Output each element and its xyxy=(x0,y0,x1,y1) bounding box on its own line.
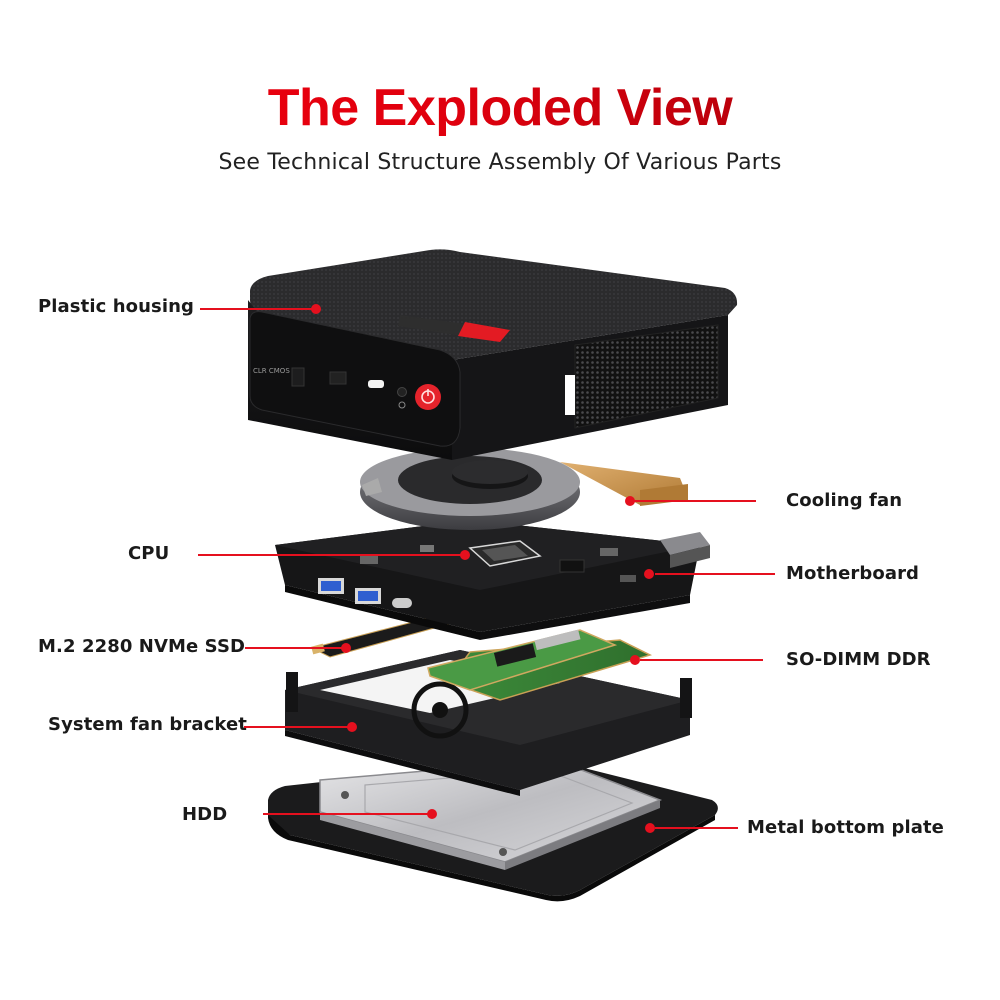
so-dimm-graphic xyxy=(427,629,653,701)
callout-label-plastic-housing: Plastic housing xyxy=(38,296,195,317)
clr-cmos-label: CLR CMOS xyxy=(253,367,290,375)
callout-dot-plastic-housing xyxy=(311,304,321,314)
callout-line-cpu xyxy=(198,554,464,556)
callout-label-cpu: CPU xyxy=(128,543,170,564)
callout-line-system-fan-bracket xyxy=(244,726,352,728)
callout-label-motherboard: Motherboard xyxy=(786,563,920,584)
callout-label-cooling-fan: Cooling fan xyxy=(786,490,903,511)
motherboard-graphic xyxy=(275,520,710,640)
hdd-graphic xyxy=(319,759,663,870)
callout-line-motherboard xyxy=(655,573,775,575)
callout-dot-m2-ssd xyxy=(341,643,351,653)
callout-label-so-dimm: SO-DIMM DDR xyxy=(786,649,931,670)
callout-dot-cooling-fan xyxy=(625,496,635,506)
plastic-housing-graphic xyxy=(248,249,738,460)
callout-line-cooling-fan xyxy=(630,500,756,502)
cooling-fan-graphic xyxy=(360,448,688,530)
callout-line-plastic-housing xyxy=(200,308,314,310)
callout-dot-metal-bottom-plate xyxy=(645,823,655,833)
callout-dot-so-dimm xyxy=(630,655,640,665)
callout-line-metal-bottom-plate xyxy=(655,827,738,829)
callout-label-m2-ssd: M.2 2280 NVMe SSD xyxy=(38,636,246,657)
callout-dot-system-fan-bracket xyxy=(347,722,357,732)
callout-line-m2-ssd xyxy=(245,647,345,649)
callout-label-system-fan-bracket: System fan bracket xyxy=(48,714,247,735)
callout-dot-motherboard xyxy=(644,569,654,579)
callout-label-hdd: HDD xyxy=(182,804,228,825)
callout-dot-cpu xyxy=(460,550,470,560)
callout-line-so-dimm xyxy=(640,659,763,661)
page-subtitle: See Technical Structure Assembly Of Vari… xyxy=(218,150,782,175)
callout-dot-hdd xyxy=(427,809,437,819)
callout-line-hdd xyxy=(263,813,431,815)
page-title: The Exploded View xyxy=(0,78,1000,138)
callout-label-metal-bottom-plate: Metal bottom plate xyxy=(747,817,944,838)
system-fan-bracket-graphic xyxy=(285,650,692,796)
